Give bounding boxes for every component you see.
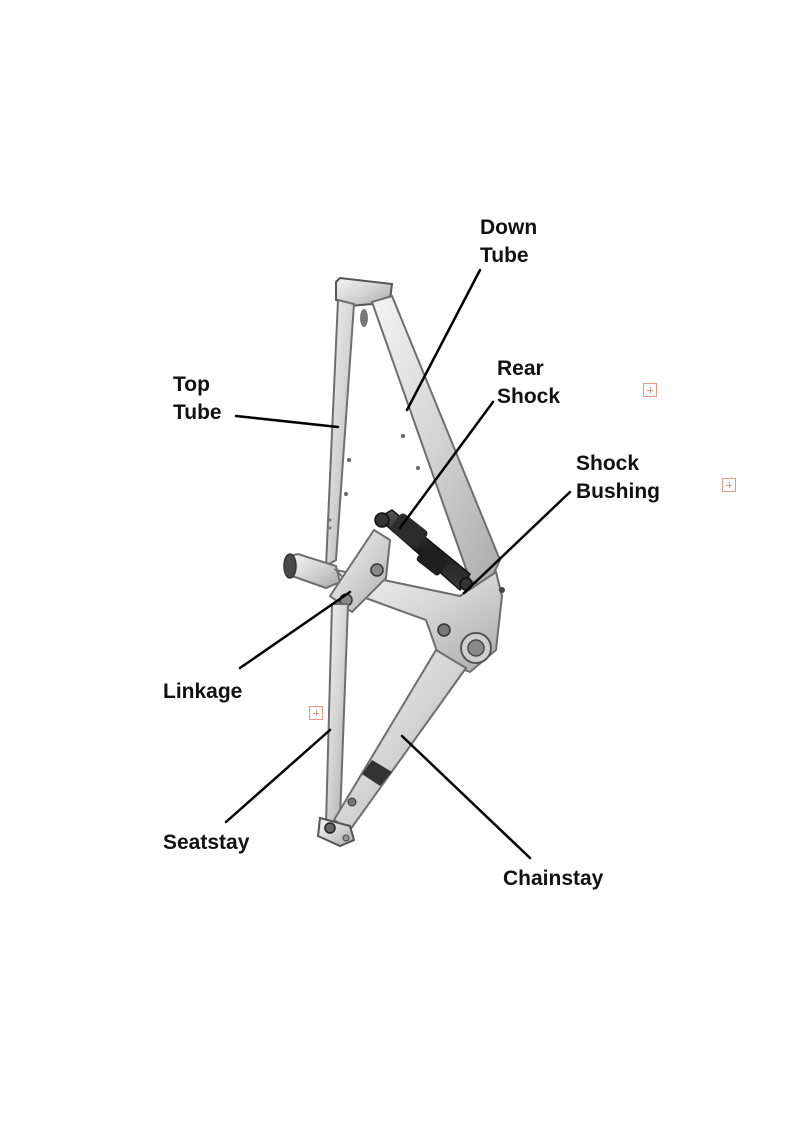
label-down-tube: Down Tube (480, 214, 537, 270)
label-shock-bushing-line1: Shock (576, 452, 640, 475)
label-top-tube: Top Tube (173, 371, 222, 427)
top-tube (324, 298, 356, 568)
label-linkage-line1: Linkage (163, 680, 243, 703)
leader-linkage (238, 590, 352, 670)
leader-seatstay (224, 728, 332, 824)
plus-marker-icon[interactable] (722, 478, 736, 492)
label-rear-shock-line1: Rear (497, 357, 544, 380)
label-seatstay: Seatstay (163, 829, 249, 857)
label-top-tube-line2: Tube (173, 401, 222, 424)
seatstay (324, 603, 350, 826)
label-seatstay-line1: Seatstay (163, 831, 250, 854)
chainstay (332, 648, 468, 832)
label-shock-bushing-line2: Bushing (576, 480, 660, 503)
rear-shock-body (374, 509, 473, 592)
plus-marker-icon[interactable] (643, 383, 657, 397)
leader-rear-shock (398, 400, 495, 530)
seat-clamp (283, 552, 342, 590)
plus-marker-icon[interactable] (309, 706, 323, 720)
label-rear-shock-line2: Shock (497, 385, 561, 408)
leader-top-tube (234, 414, 340, 429)
label-chainstay: Chainstay (503, 865, 603, 893)
leader-down-tube (405, 268, 482, 412)
leader-lines (224, 268, 572, 860)
label-down-tube-line2: Tube (480, 244, 529, 267)
label-linkage: Linkage (163, 678, 242, 706)
label-chainstay-line1: Chainstay (503, 867, 604, 890)
label-down-tube-line1: Down (480, 216, 538, 239)
label-rear-shock: Rear Shock (497, 355, 560, 411)
leader-chainstay (400, 734, 532, 860)
bottom-bracket (333, 568, 505, 674)
leader-shock-bushing (462, 490, 572, 595)
rear-dropout (316, 816, 356, 848)
label-top-tube-line1: Top (173, 373, 210, 396)
label-shock-bushing: Shock Bushing (576, 450, 660, 506)
